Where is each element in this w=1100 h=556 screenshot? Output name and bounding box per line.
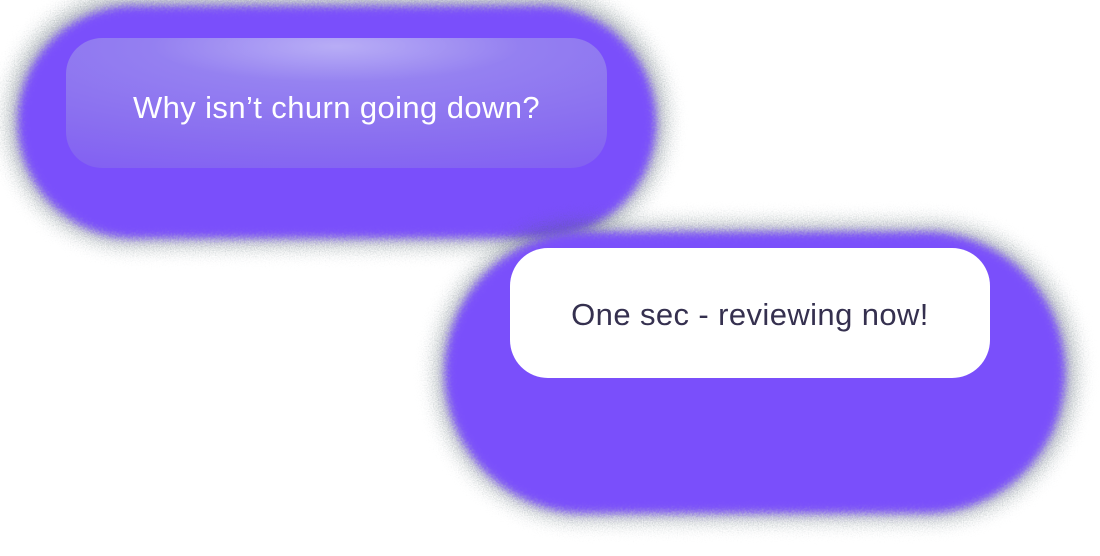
assistant-message-bubble: One sec - reviewing now! [510, 248, 990, 378]
assistant-message-text: One sec - reviewing now! [571, 297, 929, 332]
user-message-bubble: Why isn’t churn going down? [66, 38, 607, 168]
user-message-text: Why isn’t churn going down? [132, 90, 541, 125]
